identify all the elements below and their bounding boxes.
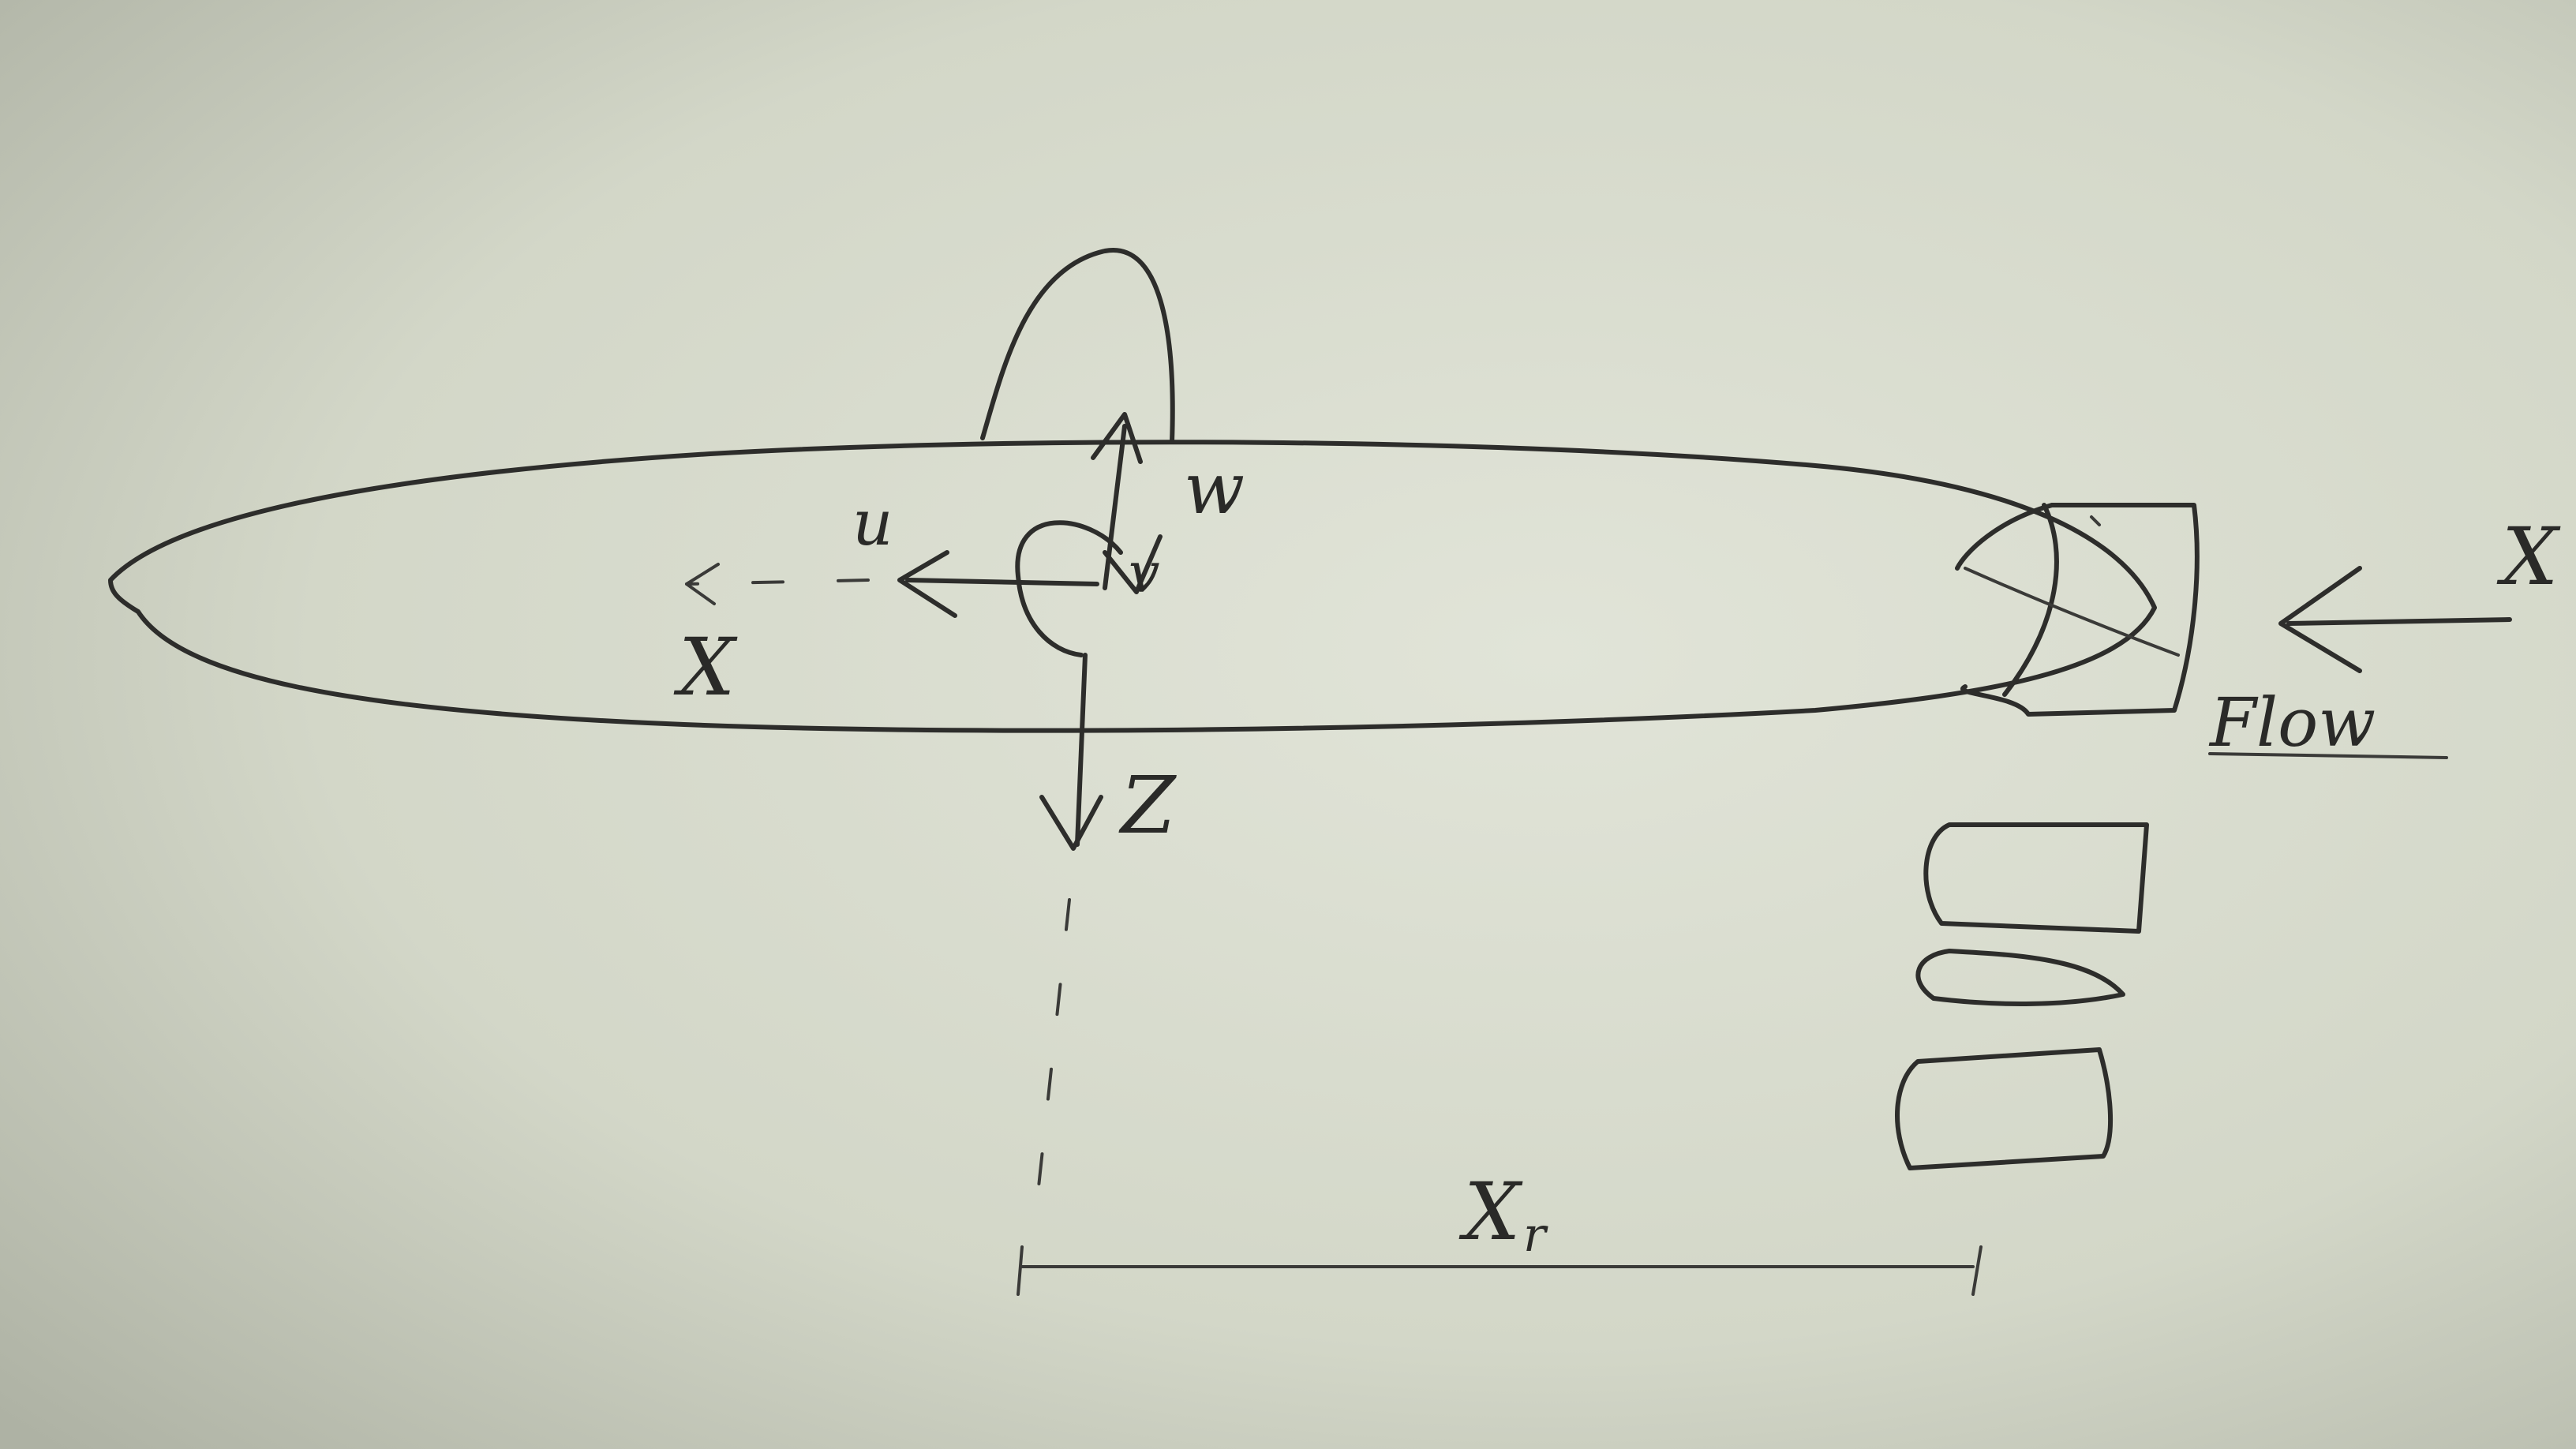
flow-arrow-shaft bbox=[2286, 617, 2512, 626]
x-r-left-tick bbox=[1017, 1245, 1024, 1296]
u-arrow-shaft bbox=[905, 578, 1099, 586]
cross-section-foil bbox=[1915, 949, 2125, 1006]
label-z: Z bbox=[1118, 759, 1177, 852]
label-flow: Flow bbox=[2208, 684, 2376, 762]
label-v: v bbox=[1129, 541, 1160, 605]
label-x-right-edge: X bbox=[2496, 511, 2561, 603]
hull-outline bbox=[108, 440, 2157, 733]
cross-section-rounded bbox=[1895, 1047, 2114, 1170]
rear-duct-cross bbox=[1964, 567, 2180, 657]
z-arrow-head bbox=[1039, 795, 1103, 851]
label-w: w bbox=[1184, 447, 1245, 530]
x-dashed-arrowhead bbox=[685, 563, 720, 605]
label-x-r-subscript: r bbox=[1523, 1208, 1548, 1263]
z-arrow-shaft bbox=[1075, 653, 1088, 847]
w-arrow-head bbox=[1091, 412, 1143, 464]
reference-dashed-line bbox=[1032, 898, 1071, 1233]
rotation-arrowhead-v bbox=[1103, 534, 1163, 594]
rotation-circle bbox=[1015, 520, 1123, 657]
u-arrow-head bbox=[897, 550, 957, 618]
w-arrow-shaft bbox=[1103, 424, 1127, 590]
label-x-dashed: X bbox=[673, 621, 738, 713]
flow-underline bbox=[2208, 752, 2448, 759]
flow-arrow-head bbox=[2278, 566, 2362, 673]
x-r-right-tick bbox=[1971, 1245, 1983, 1296]
sail-outline bbox=[980, 248, 1175, 444]
rear-duct bbox=[1960, 503, 2200, 717]
cross-section-rect bbox=[1923, 822, 2149, 934]
rear-duct-mark bbox=[2090, 515, 2101, 526]
label-u: u bbox=[852, 486, 893, 560]
label-x-r: X bbox=[1458, 1166, 1523, 1258]
rear-duct-left-edge bbox=[1955, 503, 2059, 697]
x-dashed-axis bbox=[685, 578, 870, 586]
